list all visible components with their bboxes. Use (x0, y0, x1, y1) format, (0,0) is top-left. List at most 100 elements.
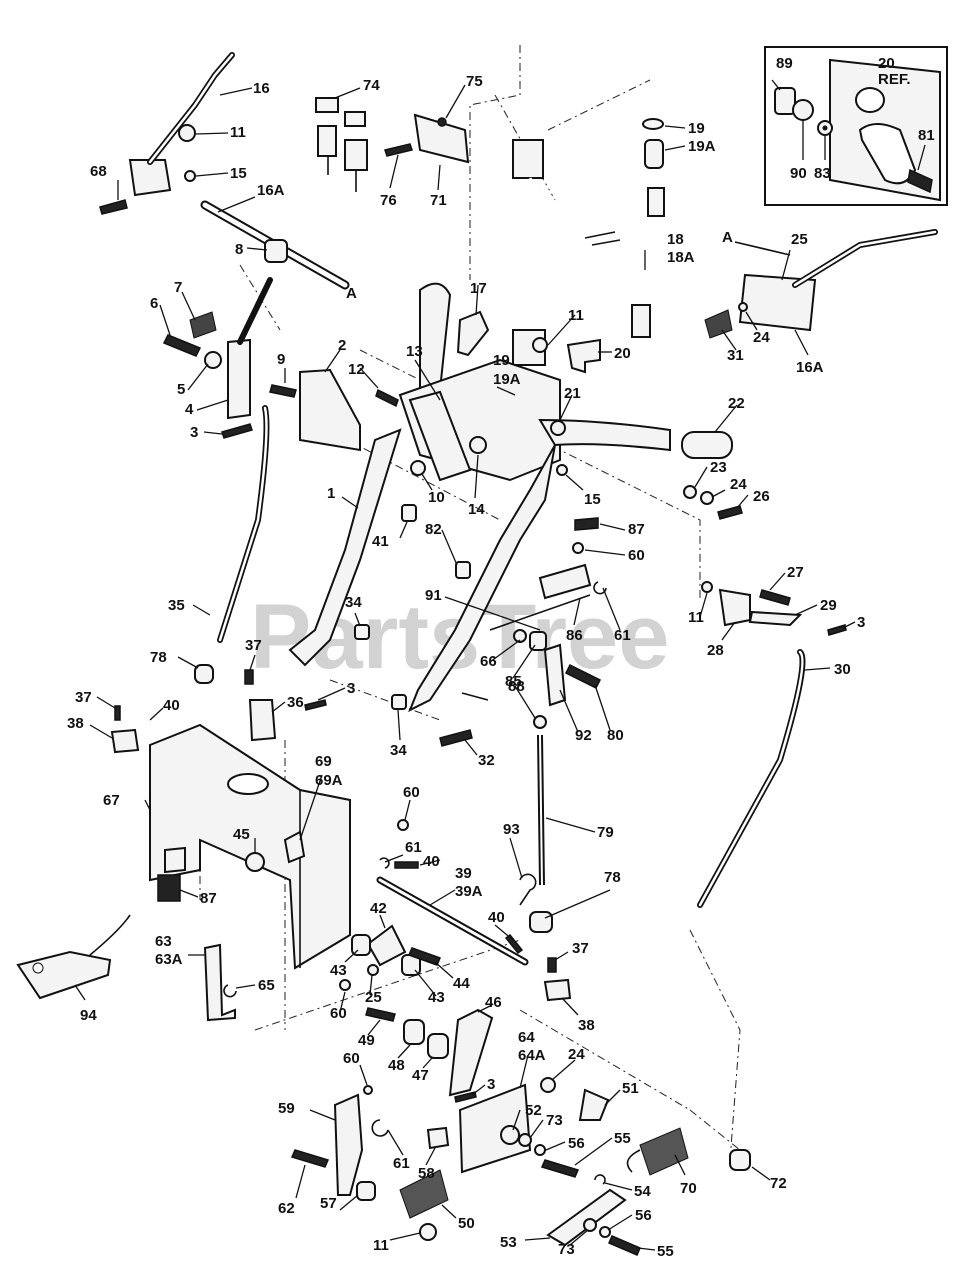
callout-label: 11 (568, 307, 584, 324)
link-46 (448, 1008, 494, 1097)
callout-label: 10 (428, 489, 445, 506)
callout-label: 60 (628, 547, 645, 564)
callout-label: 86 (566, 627, 583, 644)
bushing-89-icon (774, 87, 796, 115)
callout-label: 18 (667, 231, 684, 248)
bushing-34-icon (354, 624, 370, 640)
callout-label: 11 (373, 1237, 389, 1254)
screw-55-b-icon (608, 1235, 641, 1256)
callout-label: 43 (428, 989, 445, 1006)
callout-label: 7 (174, 279, 182, 296)
callout-label: 89 (776, 55, 793, 72)
callout-label: 29 (820, 597, 837, 614)
plate-64 (458, 1083, 532, 1174)
washer-24-c-icon (540, 1077, 556, 1093)
callout-label: 76 (380, 192, 397, 209)
bolt-6-icon (162, 334, 202, 357)
knob-8-icon (264, 239, 288, 263)
bushing-5-icon (204, 351, 222, 369)
handle-grip (419, 282, 452, 397)
ferrule-78-b-icon (529, 911, 553, 933)
callout-label: 41 (372, 533, 389, 550)
callout-label: 27 (787, 564, 804, 581)
bolt-68-icon (99, 199, 128, 215)
callout-label: 1 (327, 485, 335, 502)
clip-69 (283, 830, 306, 864)
bracket-94 (16, 950, 112, 1000)
bushing-43-icon (351, 934, 371, 956)
callout-label: 78 (604, 869, 621, 886)
callout-label: 63 (155, 933, 172, 950)
callout-label: 3 (190, 424, 198, 441)
pin-37-icon (244, 669, 254, 685)
callout-label: 62 (278, 1200, 295, 1217)
washer-73-b-icon (583, 1218, 597, 1232)
handle-tube-21 (538, 418, 671, 452)
callout-label: 6 (150, 295, 158, 312)
callout-label: 16 (253, 80, 270, 97)
callout-label: 37 (75, 689, 92, 706)
callout-label: 65 (258, 977, 275, 994)
washer-56-icon (534, 1144, 546, 1156)
leader-lines (74, 79, 926, 1251)
callout-label: 56 (635, 1207, 652, 1224)
nut-60-b-icon (397, 819, 409, 831)
callout-label: 30 (834, 661, 851, 678)
pin-37-b-icon (114, 705, 121, 721)
callout-label: 24 (568, 1046, 585, 1063)
screw-26-icon (717, 505, 743, 520)
clip-36 (248, 699, 277, 742)
callout-label: 61 (405, 839, 422, 856)
washer-56-b-icon (599, 1226, 611, 1238)
callout-label: 70 (680, 1180, 697, 1197)
parts-drawing (16, 52, 938, 1256)
ferrule-78-icon (194, 664, 214, 684)
bushing-41-icon (401, 504, 417, 522)
pin-40-icon (394, 861, 419, 869)
callout-label: 79 (597, 824, 614, 841)
callout-label: 49 (358, 1032, 375, 1049)
callout-label: 44 (453, 975, 470, 992)
callout-label: 93 (503, 821, 520, 838)
clip-38-b (543, 978, 572, 1002)
bushing-47-icon (427, 1033, 449, 1059)
nut-11-d-icon (419, 1223, 437, 1241)
switch-bracket-71 (413, 113, 470, 164)
bracket-4 (227, 338, 251, 420)
callout-label: 82 (425, 521, 442, 538)
callout-label: 80 (607, 727, 624, 744)
pin-3-d-icon (454, 1091, 477, 1103)
pin-37-c-icon (547, 957, 557, 973)
screw-12-icon (375, 388, 399, 408)
callout-label: 52 (525, 1102, 542, 1119)
callout-label: 90 (790, 165, 807, 182)
callout-label: 23 (710, 459, 727, 476)
callout-label: 60 (343, 1050, 360, 1067)
callout-label: 37 (572, 940, 589, 957)
callout-label: 34 (390, 742, 407, 759)
callout-label: 69A (315, 772, 343, 789)
bolt-87-icon (574, 517, 599, 531)
callout-label: 14 (468, 501, 485, 518)
callout-label: 25 (791, 231, 808, 248)
callout-label: 40 (163, 697, 180, 714)
callout-label: 47 (412, 1067, 429, 1084)
callout-label: 19 (493, 352, 510, 369)
callout-label: 73 (558, 1241, 575, 1258)
callout-label: 68 (90, 163, 107, 180)
pin-3-b-icon (827, 624, 847, 636)
callout-label: 2 (338, 337, 346, 354)
inset-ref-text: REF. (878, 71, 911, 88)
knob-51 (578, 1088, 610, 1121)
spring-31-icon (704, 309, 733, 339)
callout-label: 4 (185, 401, 194, 418)
bolt-62-icon (290, 1149, 330, 1168)
washer-23-icon (683, 485, 697, 499)
spring-50-icon (399, 1169, 449, 1219)
callout-label: 53 (500, 1234, 517, 1251)
callout-label: 16A (257, 182, 285, 199)
callout-label: 45 (233, 826, 250, 843)
bolt-81-icon (907, 168, 933, 194)
callout-label: 8 (235, 241, 243, 258)
key-74b-icon (344, 111, 366, 127)
